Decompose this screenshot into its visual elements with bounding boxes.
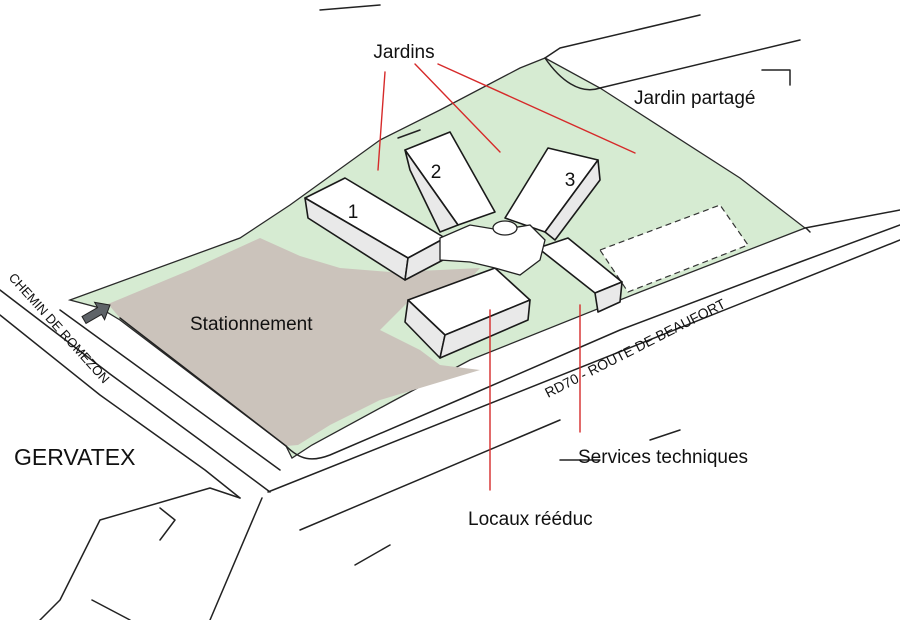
label-services: Services techniques: [578, 447, 748, 468]
building-1: [304, 177, 446, 281]
building-3: [504, 147, 601, 241]
central-corridor: [439, 224, 546, 276]
road-lines: [0, 4, 900, 620]
label-locaux: Locaux rééduc: [468, 509, 593, 530]
label-jardins: Jardins: [373, 42, 434, 63]
future-strip: [599, 204, 749, 293]
central-circle: [492, 220, 518, 236]
label-stationnement: Stationnement: [190, 314, 313, 335]
building-locaux: [404, 267, 531, 359]
label-building-2: 2: [431, 162, 442, 183]
entrance-arrow-icon: [81, 301, 111, 325]
label-building-1: 1: [348, 202, 359, 223]
parking-area: [108, 238, 480, 446]
leader-lines: [377, 63, 636, 491]
building-2: [404, 131, 496, 233]
building-services: [537, 237, 623, 313]
label-gervatex: GERVATEX: [14, 444, 135, 470]
label-jardin-partage: Jardin partagé: [634, 88, 755, 109]
label-chemin: CHEMIN DE ROMEZON: [6, 270, 113, 386]
label-building-3: 3: [565, 170, 576, 191]
